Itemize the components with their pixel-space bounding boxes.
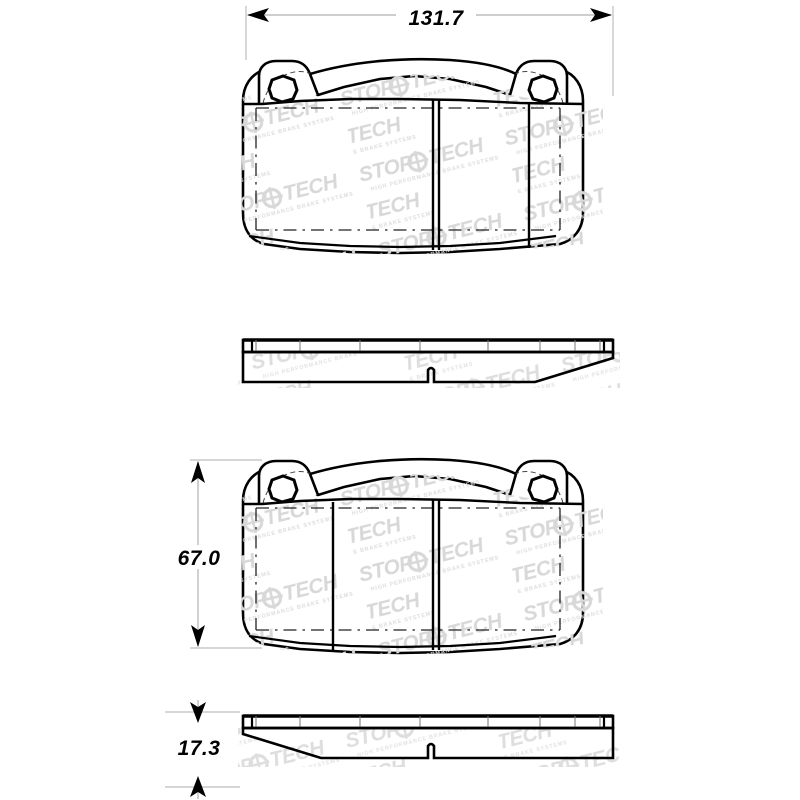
dimension-overall-thickness: 17.3: [165, 700, 240, 799]
mounting-ear-left-upper: [257, 59, 320, 104]
friction-body-side-upper: [241, 350, 615, 384]
friction-body-side-lower: [241, 726, 615, 760]
pad-bottom-edge-upper: [248, 234, 557, 249]
hidden-outline-lower: [255, 507, 561, 631]
view-front-view-pad-upper: [241, 57, 603, 255]
dimension-label-height: 67.0: [178, 547, 221, 570]
dimension-overall-height: 67.0: [166, 459, 262, 649]
friction-top-edge-upper: [243, 97, 584, 106]
pad-top-arc-lower: [309, 457, 517, 476]
arrowhead-left-width: [247, 8, 269, 22]
backing-plate-side-lower: [241, 714, 615, 730]
pad-top-arc-upper: [309, 57, 517, 76]
backing-plate-ticks-upper: [255, 340, 601, 352]
mounting-hole-right-lower: [527, 474, 559, 504]
mounting-hole-left-upper: [267, 74, 299, 104]
hidden-outline-upper: [255, 107, 561, 231]
center-slot-lower: [431, 499, 441, 650]
arrowhead-bottom-thickness: [190, 776, 206, 797]
dimension-overall-width: 131.7: [245, 2, 614, 96]
pad-bottom-edge-lower: [248, 634, 557, 649]
mounting-hole-left-lower: [267, 474, 299, 504]
view-side-view-pad-upper: [238, 330, 620, 388]
backing-plate-side-upper: [241, 338, 615, 354]
mounting-hole-right-upper: [527, 74, 559, 104]
arrowhead-top-height: [191, 461, 205, 483]
backing-plate-ticks-lower: [255, 716, 601, 728]
arrowhead-right-width: [590, 8, 612, 22]
arrowhead-top-thickness: [190, 702, 206, 723]
friction-top-edge-lower: [243, 497, 584, 506]
dimension-label-width: 131.7: [408, 7, 464, 30]
view-front-view-pad-lower: [241, 457, 603, 655]
center-slot-upper: [431, 99, 441, 250]
mounting-ear-right-upper: [508, 59, 569, 104]
arrowhead-bottom-height: [191, 625, 205, 647]
mounting-ear-left-lower: [257, 459, 320, 504]
dimension-label-thickness: 17.3: [178, 737, 221, 760]
mounting-ear-right-lower: [508, 459, 569, 504]
view-side-view-pad-lower: [238, 705, 620, 767]
